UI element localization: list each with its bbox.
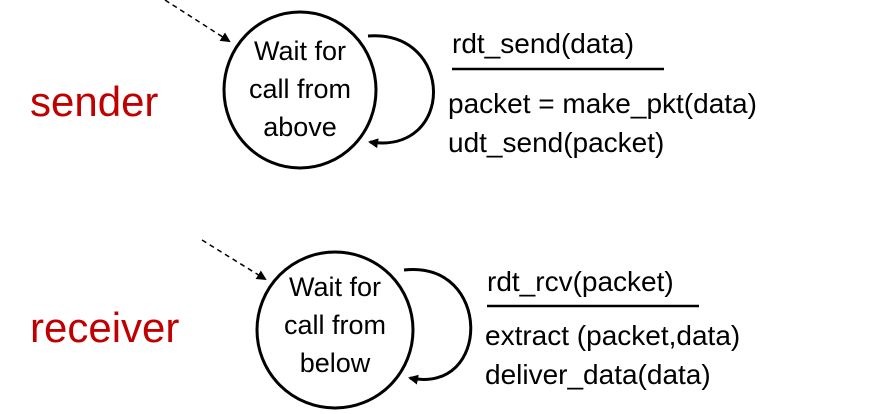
receiver-state-line: call from <box>283 310 386 340</box>
sender-state-line: call from <box>248 74 351 104</box>
sender-state-circle <box>222 10 378 170</box>
receiver-action-1: extract (packet,data) <box>485 320 741 351</box>
receiver-event-label: rdt_rcv(packet) <box>487 266 674 297</box>
sender-initial-arrow <box>164 0 231 43</box>
sender-action-1: packet = make_pkt(data) <box>448 88 757 119</box>
receiver-state-circle <box>255 250 415 410</box>
sender-state-line: above <box>263 112 337 142</box>
sender-action-2: udt_send(packet) <box>448 127 665 158</box>
receiver-self-loop-arrow <box>403 268 473 385</box>
receiver-initial-arrow <box>201 239 267 281</box>
receiver-role-label: receiver <box>30 304 180 351</box>
receiver-state-line: below <box>299 348 371 378</box>
receiver-state-label: Wait for call from below <box>259 268 411 382</box>
receiver-state-line: Wait for <box>288 272 381 302</box>
sender-event-label: rdt_send(data) <box>452 28 635 59</box>
sender-role-label: sender <box>30 78 159 125</box>
receiver-action-2: deliver_data(data) <box>485 359 711 390</box>
sender-state-label: Wait for call from above <box>224 32 376 146</box>
sender-self-loop-arrow <box>367 34 435 149</box>
sender-state-line: Wait for <box>253 36 346 66</box>
